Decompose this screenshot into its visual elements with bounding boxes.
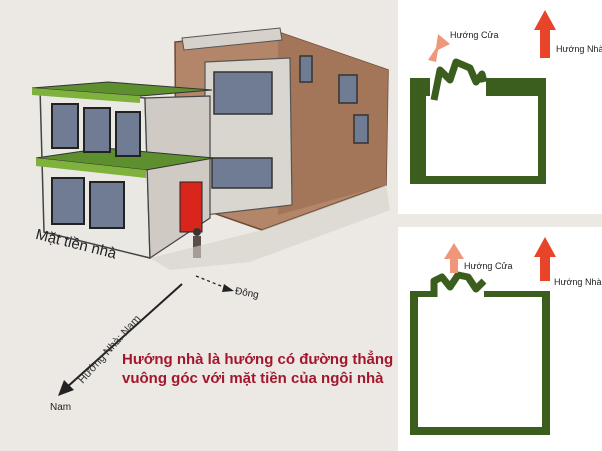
door-swing [430,58,488,101]
door-swing [430,271,487,297]
door-direction-label: Hướng Cửa [464,261,513,271]
east-arrow [195,275,227,289]
house-direction-arrow [534,237,556,281]
floorplan-panel-bottom: Hướng Cửa Hướng Nhà [398,227,602,451]
person-figure [193,228,201,236]
door-direction-label: Hướng Cửa [450,30,499,40]
room-outline [410,291,550,435]
house-side-window [338,74,358,104]
house-direction-arrow [534,10,556,58]
house-direction-label: Hướng Nhà [556,44,602,54]
house-door [179,181,203,233]
house-front-window [51,103,79,149]
house-middle-window [213,71,273,115]
house-side-window [299,55,313,83]
house-middle-window [211,157,273,189]
floorplan-panel-top: Hướng Cửa Hướng Nhà [398,0,602,214]
house-side-window [353,114,369,144]
house-front-window [89,181,125,229]
house-front-window [115,111,141,157]
house-front-window [83,107,111,153]
door-direction-arrow [428,34,450,62]
door-direction-arrow [444,243,464,273]
caption-text: Hướng nhà là hướng có đường thẳng vuông … [122,351,394,387]
house-upper-roof [181,27,283,51]
house-front-window [51,177,85,225]
room-outline [410,78,546,184]
house-direction-label: Hướng Nhà [554,277,602,287]
south-direction-label: Nam [50,402,72,413]
south-arrow [65,283,183,389]
